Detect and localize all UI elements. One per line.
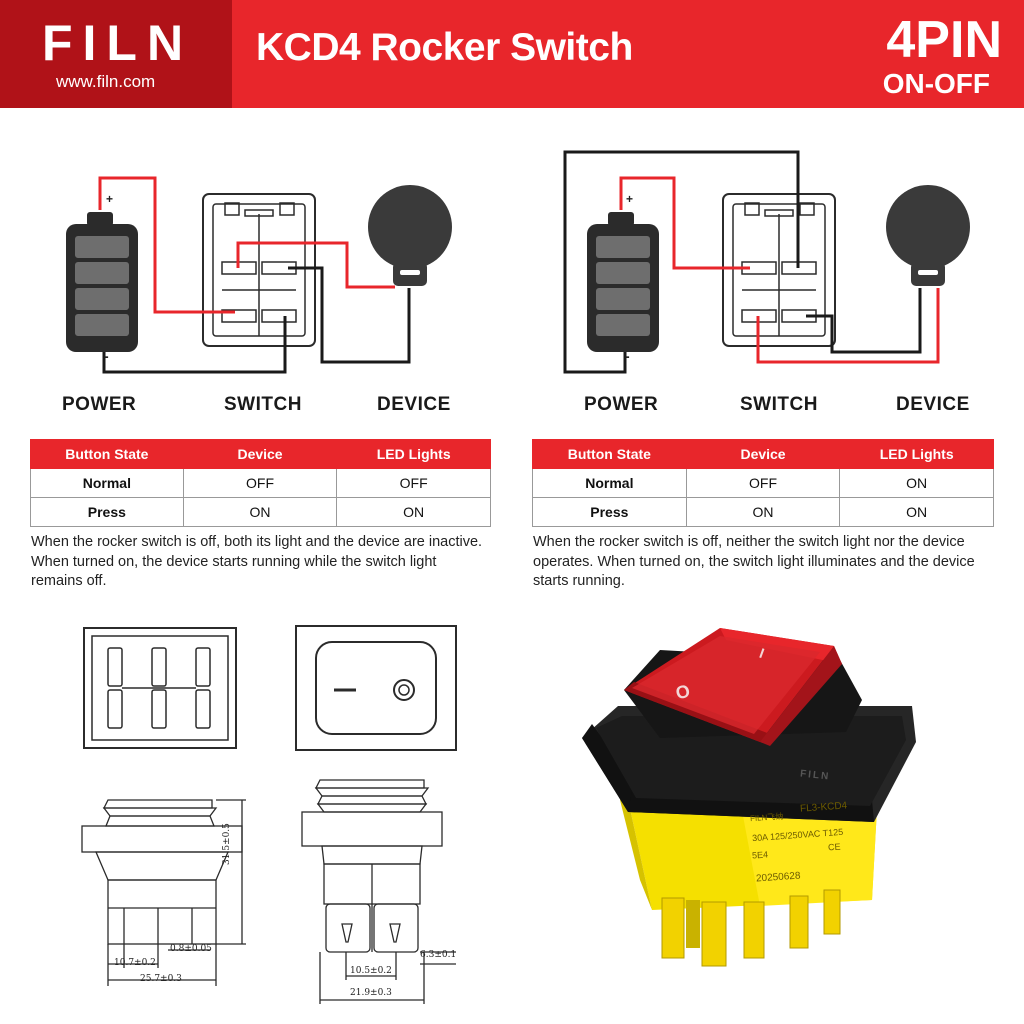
right-minus-marker: - <box>625 348 630 364</box>
table-row: Normal OFF ON <box>532 468 994 498</box>
right-state-table: Button State Device LED Lights Normal OF… <box>532 439 994 527</box>
website-url[interactable]: www.filn.com <box>56 72 156 91</box>
dim-body-width-label: 25.7±0.3 <box>140 974 182 984</box>
left-device-label: DEVICE <box>377 394 451 415</box>
left-power-label: POWER <box>62 394 137 415</box>
side-view-drawing <box>81 799 246 986</box>
table-cell: Press <box>30 497 184 527</box>
right-plus-marker: + <box>626 192 634 206</box>
dim-pin-spacing-side-label: 10.5±0.2 <box>350 966 392 976</box>
switch-icon <box>722 193 836 347</box>
table-header: Device <box>685 439 841 469</box>
product-image <box>582 628 916 967</box>
table-header-row: Button State Device LED Lights <box>30 439 491 469</box>
table-header: Device <box>182 439 338 469</box>
device-bulb-icon <box>368 185 452 286</box>
brand-block: FILN www.filn.com <box>0 0 232 108</box>
pin-count: 4PIN <box>886 11 1002 69</box>
table-cell: ON <box>839 497 994 527</box>
table-cell: Normal <box>532 468 687 498</box>
front-view-drawing <box>295 625 457 751</box>
table-header-row: Button State Device LED Lights <box>532 439 994 469</box>
top-view-drawing <box>83 627 237 749</box>
product-brand-label: FILN飞纳 <box>749 811 784 824</box>
product-code: 5E4 <box>751 849 769 861</box>
dim-width-side-label: 21.9±0.3 <box>350 988 392 998</box>
table-header: Button State <box>532 439 687 469</box>
table-cell: ON <box>685 497 841 527</box>
table-cell: ON <box>182 497 338 527</box>
right-power-label: POWER <box>584 394 659 415</box>
left-minus-marker: - <box>104 348 109 364</box>
dim-pin-spacing-label: 10.7±0.2 <box>114 958 156 968</box>
table-header: LED Lights <box>336 439 491 469</box>
battery-icon <box>587 212 659 352</box>
dim-height-label: 31.5±0.5 <box>222 823 232 865</box>
table-cell: OFF <box>685 468 841 498</box>
table-header: Button State <box>30 439 184 469</box>
left-wiring-diagram <box>66 176 452 374</box>
right-device-label: DEVICE <box>896 394 970 415</box>
dim-terminal-label: 6.3±0.1 <box>420 950 457 960</box>
table-row: Normal OFF OFF <box>30 468 491 498</box>
side-view-2-drawing <box>301 779 456 1004</box>
left-state-table: Button State Device LED Lights Normal OF… <box>30 439 491 527</box>
page-title: KCD4 Rocker Switch <box>256 26 633 69</box>
table-cell: OFF <box>182 468 338 498</box>
table-cell: ON <box>336 497 491 527</box>
table-header: LED Lights <box>839 439 994 469</box>
left-description: When the rocker switch is off, both its … <box>31 534 483 589</box>
table-cell: Normal <box>30 468 184 498</box>
switch-icon <box>202 193 316 347</box>
product-ce-mark: CE <box>827 841 841 853</box>
battery-icon <box>66 212 138 352</box>
right-description: When the rocker switch is off, neither t… <box>533 534 975 589</box>
dim-thickness-label: 0.8±0.05 <box>170 944 212 954</box>
left-plus-marker: + <box>106 192 114 206</box>
table-cell: Press <box>532 497 687 527</box>
left-switch-label: SWITCH <box>224 394 302 415</box>
right-switch-label: SWITCH <box>740 394 818 415</box>
right-wiring-diagram <box>563 150 970 374</box>
switch-mode: ON-OFF <box>882 68 990 99</box>
device-bulb-icon <box>886 185 970 286</box>
brand-logo: FILN <box>42 15 194 71</box>
table-row: Press ON ON <box>30 497 491 527</box>
table-row: Press ON ON <box>532 497 994 527</box>
table-cell: OFF <box>336 468 491 498</box>
table-cell: ON <box>839 468 994 498</box>
